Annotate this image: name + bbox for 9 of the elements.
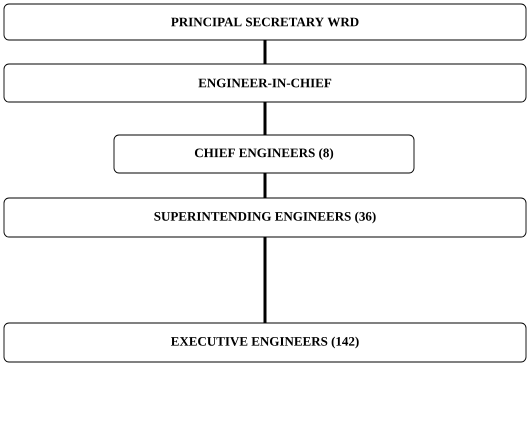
rank-box: CHIEF ENGINEERS (8): [114, 134, 414, 174]
connector-line: [264, 173, 266, 198]
rank-box: PRINCIPAL SECRETARY WRD: [4, 4, 526, 40]
rank-box: EXECUTIVE ENGINEERS (142): [4, 322, 526, 362]
rank-box: SUPERINTENDING ENGINEERS (36): [4, 198, 526, 238]
connector-line: [264, 40, 266, 64]
connector-line: [264, 237, 266, 323]
rank-box: ENGINEER-IN-CHIEF: [4, 64, 526, 102]
connector-line: [264, 102, 266, 135]
